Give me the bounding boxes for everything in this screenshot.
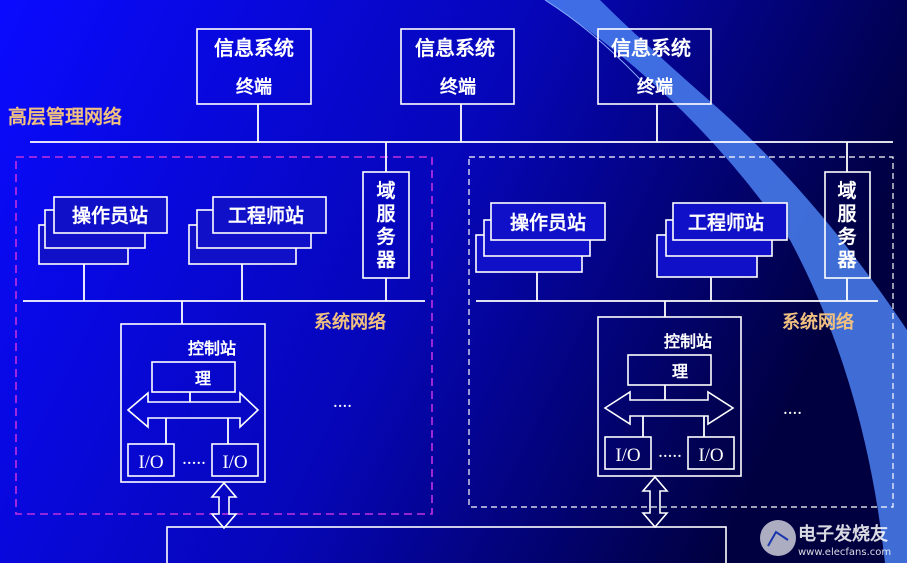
left-double-arrow [210, 481, 238, 530]
svg-text:终端: 终端 [440, 76, 476, 98]
processor-box [627, 354, 712, 386]
svg-text:.....: ..... [182, 448, 206, 469]
svg-text:终端: 终端 [637, 76, 673, 98]
svg-text:信息系统: 信息系统 [214, 36, 294, 60]
terminal-2: 信息系统 终端 [400, 28, 515, 105]
right-domain-server: 域 服 务 器 [824, 142, 871, 301]
svg-text:I/O: I/O [222, 452, 247, 473]
right-more-dots: .... [783, 398, 802, 419]
right-operator-station: 操作员站 [475, 202, 606, 301]
io-module [127, 443, 175, 477]
svg-text:www.elecfans.com: www.elecfans.com [798, 547, 891, 558]
svg-text:务: 务 [376, 225, 396, 248]
svg-text:器: 器 [375, 249, 396, 271]
svg-text:务: 务 [837, 225, 857, 248]
svg-text:域: 域 [376, 179, 395, 202]
svg-text:理: 理 [195, 369, 211, 388]
right-control-station: 控制站 理 I/O ..... I/O [597, 301, 742, 477]
terminal-3: 信息系统 终端 [597, 28, 712, 105]
svg-text:操作员站: 操作员站 [72, 204, 148, 227]
svg-text:I/O: I/O [615, 445, 640, 466]
bottom-field-box [166, 526, 727, 563]
io-module [687, 436, 735, 470]
high-level-network-label: 高层管理网络 [8, 105, 122, 128]
left-domain-server: 域 服 务 器 [362, 142, 410, 301]
internal-bus-arrow [126, 391, 260, 429]
svg-text:工程师站: 工程师站 [228, 204, 304, 227]
left-system-network-label: 系统网络 [314, 311, 386, 333]
right-system-network-label: 系统网络 [782, 311, 854, 333]
io-module [211, 443, 259, 477]
svg-text:工程师站: 工程师站 [688, 211, 764, 234]
right-domain-border [468, 156, 894, 508]
svg-text:控制站: 控制站 [188, 339, 236, 358]
svg-text:信息系统: 信息系统 [611, 36, 691, 60]
svg-text:电子发烧友: 电子发烧友 [798, 523, 888, 545]
left-operator-station: 操作员站 [38, 196, 168, 301]
svg-text:信息系统: 信息系统 [415, 36, 495, 60]
svg-text:I/O: I/O [138, 452, 163, 473]
left-engineer-station: 工程师站 [188, 196, 327, 301]
svg-text:服: 服 [376, 203, 396, 225]
svg-text:终端: 终端 [236, 76, 272, 98]
internal-bus-arrow [603, 390, 735, 426]
io-module [604, 436, 652, 470]
svg-text:操作员站: 操作员站 [510, 211, 586, 234]
svg-text:.....: ..... [658, 441, 682, 462]
svg-text:理: 理 [672, 362, 688, 381]
decorative-swoosh [545, 0, 907, 563]
right-engineer-station: 工程师站 [656, 202, 788, 301]
svg-text:I/O: I/O [698, 445, 723, 466]
terminal-drops [257, 104, 658, 142]
processor-box [151, 361, 236, 393]
svg-text:控制站: 控制站 [664, 332, 712, 351]
svg-text:服: 服 [837, 203, 857, 225]
watermark-logo: 电子发烧友 www.elecfans.com [760, 520, 891, 558]
left-control-station: 控制站 理 I/O ..... I/O [120, 301, 266, 483]
terminal-1: 信息系统 终端 [196, 28, 312, 105]
svg-text:域: 域 [837, 179, 856, 202]
left-more-dots: .... [333, 391, 352, 412]
left-domain-border [15, 156, 433, 515]
svg-text:器: 器 [836, 249, 857, 271]
